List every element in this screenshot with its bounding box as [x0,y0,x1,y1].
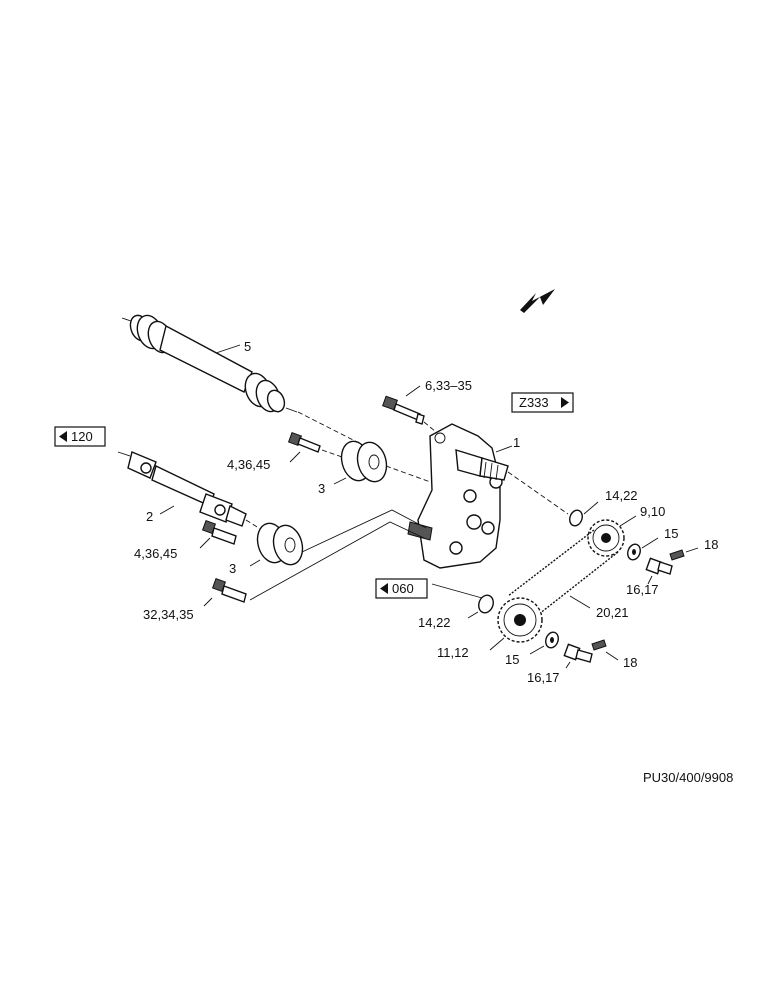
bolt-part-4-upper [287,431,321,453]
callout-5: 5 [244,339,251,354]
washer-part-14-upper [569,509,583,527]
callout-16-17-lower: 16,17 [527,670,560,685]
reference-box-060: 060 [375,578,428,599]
callout-18-upper: 18 [704,537,718,552]
pin-part-18-upper [669,549,685,561]
callout-15-lower: 15 [505,652,519,667]
reference-box-120: 120 [54,426,106,447]
chain-part-20 [507,529,619,619]
washer-part-15-lower [545,631,559,649]
coupling-part-3-lower [256,522,304,566]
bolt-part-16-lower [563,643,593,663]
callout-15-upper: 15 [664,526,678,541]
callout-3-upper: 3 [318,481,325,496]
left-triangle-icon [59,431,67,442]
callout-14-22-upper: 14,22 [605,488,638,503]
callout-32-34-35: 32,34,35 [143,607,194,622]
callout-1: 1 [513,435,520,450]
mounting-plate-part-1 [407,423,509,569]
sprocket-part-9 [587,519,625,557]
coupling-part-3-upper [340,440,388,483]
callout-4-36-45-upper: 4,36,45 [227,457,270,472]
callout-14-22-lower: 14,22 [418,615,451,630]
direction-arrow-icon [520,289,555,313]
callout-4-36-45-lower: 4,36,45 [134,546,177,561]
right-triangle-icon [561,397,569,408]
bolt-part-4-lower [201,519,237,545]
reference-box-z333: Z333 [511,392,574,413]
sprocket-part-11 [497,597,543,643]
callout-16-17-upper: 16,17 [626,582,659,597]
callout-11-12: 11,12 [437,645,469,660]
washer-part-15-upper [627,543,641,561]
callout-3-lower: 3 [229,561,236,576]
reference-060-label: 060 [392,581,414,596]
bolt-part-16-upper [645,557,673,575]
callout-6-33-35: 6,33–35 [425,378,472,393]
pin-part-18-lower [591,639,607,651]
callout-20-21: 20,21 [596,605,629,620]
callout-9-10: 9,10 [640,504,665,519]
drive-shaft-part-5 [121,314,298,413]
joint-shaft-part-2 [117,451,247,527]
bolt-part-6 [382,395,425,425]
callout-18-lower: 18 [623,655,637,670]
drawing-code: PU30/400/9908 [643,770,733,785]
bolt-part-32 [211,577,247,603]
reference-120-label: 120 [71,429,93,444]
left-triangle-icon [380,583,388,594]
callout-2: 2 [146,509,153,524]
washer-part-14-lower [478,594,494,614]
reference-z333-label: Z333 [519,395,549,410]
